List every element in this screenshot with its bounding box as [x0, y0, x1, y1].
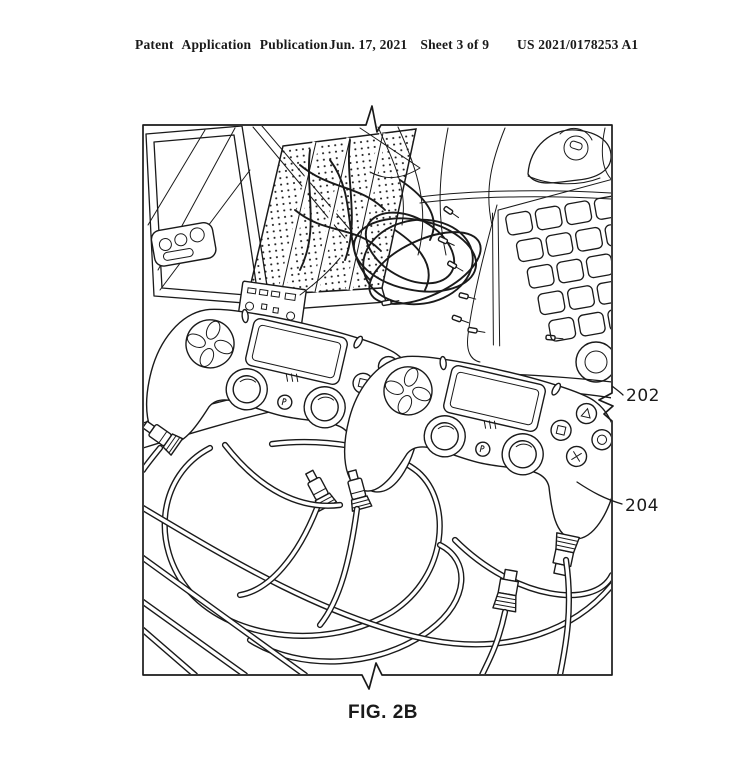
wire-coil-drawing [292, 205, 564, 342]
figure-frame [142, 105, 614, 690]
figure-caption: FIG. 2B [347, 702, 418, 723]
header-date: Jun. 17, 2021 [329, 37, 408, 52]
ref-202: 202 [611, 385, 660, 406]
cloth-folds-drawing [359, 126, 506, 363]
mouse-drawing [527, 127, 611, 185]
remote-device-drawing [150, 221, 217, 267]
ref-label-204: 204 [625, 496, 659, 516]
header-date-sheet: Jun. 17, 2021 Sheet 3 of 9 [329, 37, 489, 53]
header-publication: Patent Application Publication [135, 37, 329, 52]
leader-line-202 [611, 385, 624, 396]
header-sheet: Sheet 3 of 9 [420, 37, 490, 52]
keyboard-drawing [491, 168, 611, 347]
tape-roll-drawing [575, 341, 611, 383]
breadboard-drawing [247, 128, 435, 313]
rj45-plug-icon [547, 532, 581, 578]
header-patent-number: US 2021/0178253 A1 [517, 37, 639, 52]
ref-label-202: 202 [626, 386, 660, 406]
top-cord-drawing [419, 190, 611, 204]
leader-line-204 [576, 481, 623, 505]
ref-204: 204 [576, 481, 659, 516]
